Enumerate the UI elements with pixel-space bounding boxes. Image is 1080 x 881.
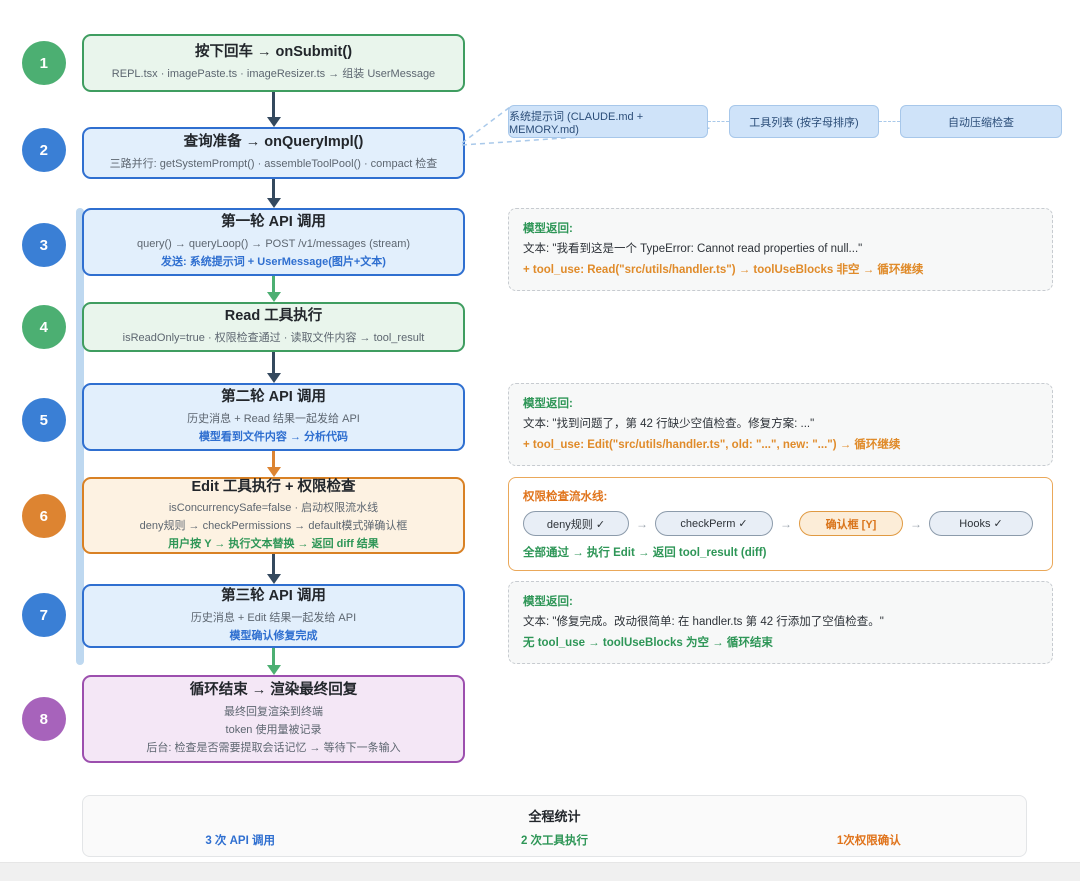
- step-circle-3: 3: [22, 223, 66, 267]
- perm-arrow-3: →: [910, 516, 922, 531]
- arrow-2-to-3: [266, 179, 281, 208]
- note-2-tooluse: + tool_use: Edit("src/utils/handler.ts",…: [523, 438, 901, 451]
- step-node-8[interactable]: 循环结束 → 渲染最终回复 最终回复渲染到终端 token 使用量被记录 后台:…: [82, 675, 465, 763]
- summary-stats-title: 全程统计: [528, 809, 581, 824]
- note-card-round-3: 模型返回: 文本: "修复完成。改动很简单: 在 handler.ts 第 42…: [508, 581, 1053, 665]
- step-title-4: Read 工具执行: [224, 308, 323, 325]
- step-circle-7: 7: [22, 593, 66, 637]
- branch-box-system-prompt[interactable]: 系统提示词 (CLAUDE.md + MEMORY.md): [508, 105, 708, 138]
- perm-arrow-2: →: [780, 516, 792, 531]
- step-node-4[interactable]: Read 工具执行 isReadOnly=true · 权限检查通过 · 读取文…: [82, 302, 465, 352]
- step-detail-6-2: 用户按 Y → 执行文本替换 → 返回 diff 结果: [168, 538, 379, 551]
- note-3-heading: 模型返回:: [523, 596, 573, 608]
- step-title-2: 查询准备 → onQueryImpl(): [183, 134, 364, 151]
- perm-chip-hooks[interactable]: Hooks ✓: [929, 511, 1033, 536]
- step-detail-8-2: 后台: 检查是否需要提取会话记忆 → 等待下一条输入: [146, 741, 401, 754]
- note-2-text: 文本: "找到问题了，第 42 行缺少空值检查。修复方案: ...": [523, 418, 815, 431]
- step-node-5[interactable]: 第二轮 API 调用 历史消息 + Read 结果一起发给 API 模型看到文件…: [82, 383, 465, 451]
- page-bottom-strip: [0, 862, 1080, 881]
- step-detail-8-0: 最终回复渲染到终端: [224, 705, 323, 718]
- step-circle-5: 5: [22, 398, 66, 442]
- note-1-heading: 模型返回:: [523, 223, 573, 235]
- step-title-6: Edit 工具执行 + 权限检查: [191, 478, 356, 495]
- arrow-5-to-6: [266, 451, 281, 477]
- step-node-3[interactable]: 第一轮 API 调用 query() → queryLoop() → POST …: [82, 208, 465, 276]
- step-detail-7-1: 模型确认修复完成: [229, 629, 318, 642]
- arrow-3-to-4: [266, 276, 281, 302]
- branch-box-auto-compact[interactable]: 自动压缩检查: [900, 105, 1062, 138]
- arrow-4-to-5: [266, 352, 281, 383]
- note-3-text: 文本: "修复完成。改动很简单: 在 handler.ts 第 42 行添加了空…: [523, 616, 884, 629]
- step-node-7[interactable]: 第三轮 API 调用 历史消息 + Edit 结果一起发给 API 模型确认修复…: [82, 584, 465, 648]
- step-detail-6-0: isConcurrencySafe=false · 启动权限流水线: [168, 502, 379, 515]
- step-detail-5-1: 模型看到文件内容 → 分析代码: [198, 430, 349, 443]
- step-circle-4: 4: [22, 305, 66, 349]
- branch-box-tool-list[interactable]: 工具列表 (按字母排序): [729, 105, 879, 138]
- branch-connector-1-2: [708, 121, 729, 122]
- step-title-8: 循环结束 → 渲染最终回复: [189, 682, 358, 699]
- permission-chip-row: deny规则 ✓ → checkPerm ✓ → 确认框 [Y] → Hooks…: [523, 511, 1038, 536]
- step-detail-1-0: REPL.tsx · imagePaste.ts · imageResizer.…: [111, 67, 436, 80]
- step-title-3: 第一轮 API 调用: [221, 214, 326, 231]
- step-detail-2-0: 三路并行: getSystemPrompt() · assembleToolPo…: [109, 157, 438, 170]
- step-detail-7-0: 历史消息 + Edit 结果一起发给 API: [190, 611, 357, 624]
- step-title-5: 第二轮 API 调用: [221, 389, 326, 406]
- step-circle-2: 2: [22, 128, 66, 172]
- step-circle-6: 6: [22, 494, 66, 538]
- step-detail-3-1: 发送: 系统提示词 + UserMessage(图片+文本): [161, 255, 386, 268]
- diagram-canvas: 1 2 3 4 5 6 7 8 按下回车 → onSubmit() REPL.t…: [22, 34, 1062, 857]
- step-detail-5-0: 历史消息 + Read 结果一起发给 API: [187, 412, 360, 425]
- step-title-7: 第三轮 API 调用: [221, 588, 326, 605]
- perm-chip-deny-rules[interactable]: deny规则 ✓: [523, 511, 629, 536]
- perm-chip-confirm-dialog[interactable]: 确认框 [Y]: [799, 511, 903, 536]
- step-circle-1: 1: [22, 41, 66, 85]
- note-card-round-2: 模型返回: 文本: "找到问题了，第 42 行缺少空值检查。修复方案: ..."…: [508, 383, 1053, 467]
- step-detail-8-1: token 使用量被记录: [225, 723, 322, 736]
- note-card-round-1: 模型返回: 文本: "我看到这是一个 TypeError: Cannot rea…: [508, 208, 1053, 292]
- perm-arrow-1: →: [636, 516, 648, 531]
- permission-pipeline-footer: 全部通过 → 执行 Edit → 返回 tool_result (diff): [523, 547, 767, 559]
- permission-pipeline-card: 权限检查流水线: deny规则 ✓ → checkPerm ✓ → 确认框 [Y…: [508, 477, 1053, 571]
- note-1-text: 文本: "我看到这是一个 TypeError: Cannot read prop…: [523, 243, 863, 256]
- branch-connector-2-3: [879, 121, 900, 122]
- step-node-6[interactable]: Edit 工具执行 + 权限检查 isConcurrencySafe=false…: [82, 477, 465, 554]
- arrow-6-to-7: [266, 554, 281, 584]
- stat-permission-confirmations: 1次权限确认: [836, 835, 901, 847]
- step-detail-6-1: deny规则 → checkPermissions → default模式弹确认…: [139, 520, 408, 533]
- step-detail-4-0: isReadOnly=true · 权限检查通过 · 读取文件内容 → tool…: [122, 331, 425, 344]
- step-title-1: 按下回车 → onSubmit(): [194, 44, 353, 61]
- stat-tool-executions: 2 次工具执行: [520, 835, 589, 847]
- step-node-2[interactable]: 查询准备 → onQueryImpl() 三路并行: getSystemProm…: [82, 127, 465, 179]
- summary-stats-card: 全程统计 3 次 API 调用 2 次工具执行 1次权限确认: [82, 795, 1027, 857]
- stat-api-calls: 3 次 API 调用: [205, 835, 275, 847]
- note-3-tooluse: 无 tool_use → toolUseBlocks 为空 → 循环结束: [523, 636, 773, 649]
- step-node-1[interactable]: 按下回车 → onSubmit() REPL.tsx · imagePaste.…: [82, 34, 465, 92]
- step-circle-8: 8: [22, 697, 66, 741]
- loop-back-bar: [76, 208, 84, 665]
- note-2-heading: 模型返回:: [523, 398, 573, 410]
- arrow-7-to-8: [266, 648, 281, 675]
- permission-pipeline-title: 权限检查流水线:: [523, 491, 608, 503]
- perm-chip-check-perm[interactable]: checkPerm ✓: [655, 511, 773, 536]
- note-1-tooluse: + tool_use: Read("src/utils/handler.ts")…: [523, 263, 924, 276]
- arrow-1-to-2: [266, 92, 281, 127]
- step-detail-3-0: query() → queryLoop() → POST /v1/message…: [136, 237, 411, 250]
- summary-stats-row: 3 次 API 调用 2 次工具执行 1次权限确认: [83, 832, 1026, 848]
